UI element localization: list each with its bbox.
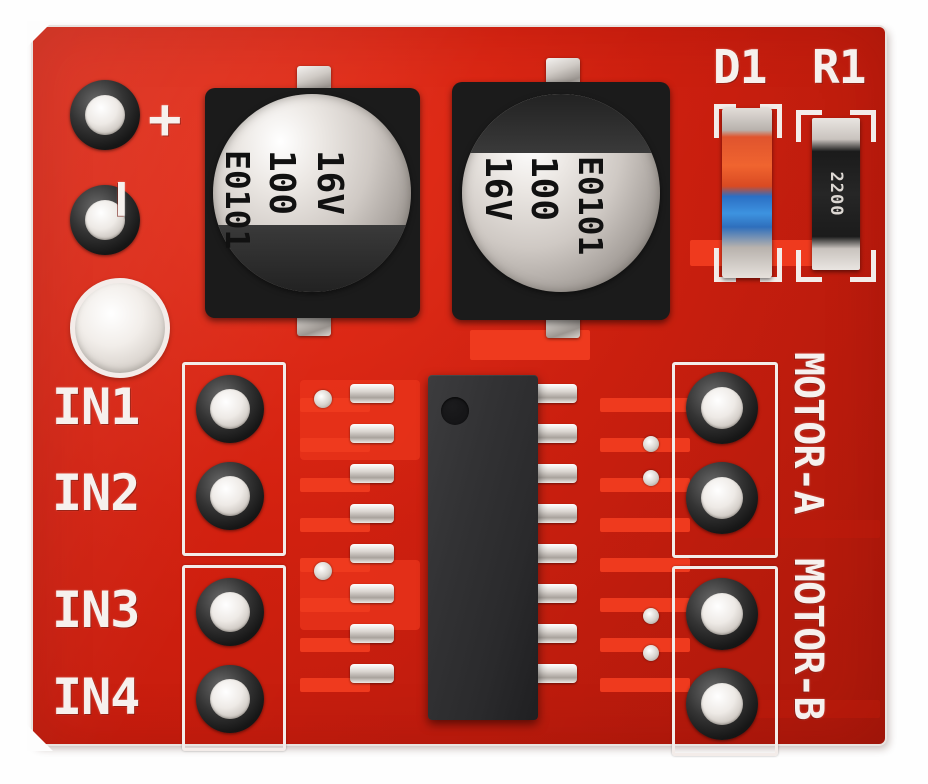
trace-out5 xyxy=(600,558,690,572)
ic-pin-right-2 xyxy=(533,424,577,443)
label-in3: IN3 xyxy=(52,581,140,639)
label-motor-a: MOTOR-A xyxy=(785,352,831,514)
driver-ic xyxy=(428,375,538,720)
ic-pin1-marker xyxy=(441,397,469,425)
trace-out1 xyxy=(600,398,690,412)
silk-outline-r1 xyxy=(796,110,876,282)
capacitor-c2: E0101 100 16V xyxy=(452,58,670,338)
pad-motor-a-2[interactable] xyxy=(686,462,758,534)
silk-outline-motor-a-header xyxy=(672,362,778,558)
label-d1-designator: D1 xyxy=(713,40,767,94)
via-right-2 xyxy=(643,470,659,486)
label-r1-designator: R1 xyxy=(812,40,866,94)
capacitor-c2-marking-line1: E0101 xyxy=(571,156,610,256)
label-in4: IN4 xyxy=(52,668,140,726)
resistor-r1-code: 2200 xyxy=(826,171,846,217)
ic-pin-right-7 xyxy=(533,624,577,643)
ic-pin-right-4 xyxy=(533,504,577,523)
capacitor-c1-marking-line2: 100 xyxy=(261,150,302,216)
via-left-1 xyxy=(314,390,332,408)
ic-pin-right-3 xyxy=(533,464,577,483)
capacitor-c1-marking-line3: 16V xyxy=(309,150,350,216)
ic-pin-right-8 xyxy=(533,664,577,683)
trace-out3 xyxy=(600,478,690,492)
label-in2: IN2 xyxy=(52,464,140,522)
capacitor-c1: E0101 100 16V xyxy=(205,66,420,336)
pad-motor-a-1[interactable] xyxy=(686,372,758,444)
ic-pin-left-1 xyxy=(350,384,394,403)
pad-in1[interactable] xyxy=(196,375,264,443)
ic-pin-left-8 xyxy=(350,664,394,683)
ic-pin-left-4 xyxy=(350,504,394,523)
capacitor-c2-polarity-band xyxy=(462,94,660,154)
ic-pin-right-5 xyxy=(533,544,577,563)
via-left-2 xyxy=(314,562,332,580)
ic-pin-right-6 xyxy=(533,584,577,603)
trace-out8 xyxy=(600,678,690,692)
diode-d1 xyxy=(722,108,772,278)
pad-power-positive[interactable] xyxy=(70,80,140,150)
capacitor-c1-marking-line1: E0101 xyxy=(218,150,257,250)
capacitor-c2-marking-line2: 100 xyxy=(523,156,564,222)
trace-out7 xyxy=(600,638,690,652)
silk-outline-d1 xyxy=(714,104,782,282)
label-power-negative: – xyxy=(92,182,157,215)
label-in1: IN1 xyxy=(52,378,140,436)
resistor-r1: 2200 xyxy=(812,118,860,270)
pad-motor-b-2[interactable] xyxy=(686,668,758,740)
ic-pin-left-2 xyxy=(350,424,394,443)
capacitor-c2-marking-line3: 16V xyxy=(477,156,518,222)
ic-pin-left-3 xyxy=(350,464,394,483)
silk-outline-input-header-a xyxy=(182,362,286,556)
ic-pin-left-7 xyxy=(350,624,394,643)
trace-out4 xyxy=(600,518,690,532)
via-right-3 xyxy=(643,608,659,624)
mounting-hole xyxy=(70,278,170,378)
pad-in4[interactable] xyxy=(196,665,264,733)
via-right-1 xyxy=(643,436,659,452)
capacitor-c1-polarity-band xyxy=(213,224,411,292)
via-right-4 xyxy=(643,645,659,661)
pad-in3[interactable] xyxy=(196,578,264,646)
pad-motor-b-1[interactable] xyxy=(686,578,758,650)
silk-outline-motor-b-header xyxy=(672,566,778,756)
label-power-positive: + xyxy=(148,87,182,152)
capacitor-c1-can xyxy=(213,94,411,292)
ic-pin-left-6 xyxy=(350,584,394,603)
trace-out6 xyxy=(600,598,690,612)
pad-in2[interactable] xyxy=(196,462,264,530)
silk-outline-input-header-b xyxy=(182,565,286,751)
ic-pin-right-1 xyxy=(533,384,577,403)
capacitor-c2-can xyxy=(462,94,660,292)
label-motor-b: MOTOR-B xyxy=(785,558,831,720)
ic-pin-left-5 xyxy=(350,544,394,563)
pad-power-negative[interactable] xyxy=(70,185,140,255)
